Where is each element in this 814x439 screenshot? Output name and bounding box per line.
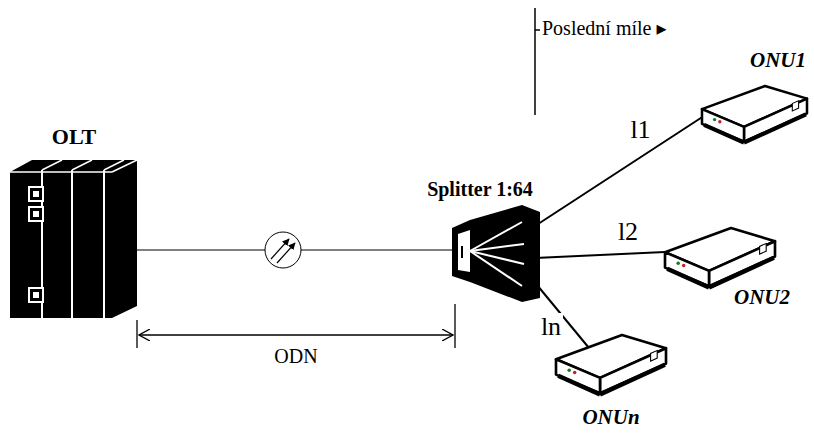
node-label: Splitter 1:64 bbox=[427, 178, 533, 201]
onu-node: ONU2 bbox=[662, 225, 794, 320]
fiber-length-label: ln bbox=[539, 313, 563, 342]
onu-icon bbox=[702, 86, 807, 143]
splitter-icon bbox=[452, 205, 540, 302]
splitter-node: Splitter 1:64 bbox=[395, 176, 565, 304]
fiber-length-label: l1 bbox=[628, 116, 652, 145]
boundary-label: Poslední míle ▸ bbox=[542, 17, 666, 40]
olt-rack-icon bbox=[10, 160, 137, 318]
olt-node: OLT bbox=[8, 118, 140, 320]
node-label: ONU1 bbox=[750, 48, 806, 72]
connector-symbol bbox=[265, 232, 301, 268]
node-label: ONU2 bbox=[734, 285, 790, 309]
drop-fiber bbox=[535, 252, 665, 258]
node-label: OLT bbox=[52, 124, 96, 149]
fiber-length-label: l2 bbox=[616, 218, 640, 247]
onu-icon bbox=[665, 228, 775, 287]
onu-node: ONU1 bbox=[690, 46, 810, 151]
onu-node: ONUn bbox=[552, 333, 670, 435]
dimension-bracket bbox=[137, 304, 455, 348]
dimension-label: ODN bbox=[274, 345, 317, 368]
drop-fiber bbox=[537, 285, 589, 348]
onu-icon bbox=[556, 335, 666, 394]
drop-fiber bbox=[535, 112, 710, 226]
boundary-marker bbox=[535, 8, 540, 115]
node-label: ONUn bbox=[582, 405, 639, 429]
